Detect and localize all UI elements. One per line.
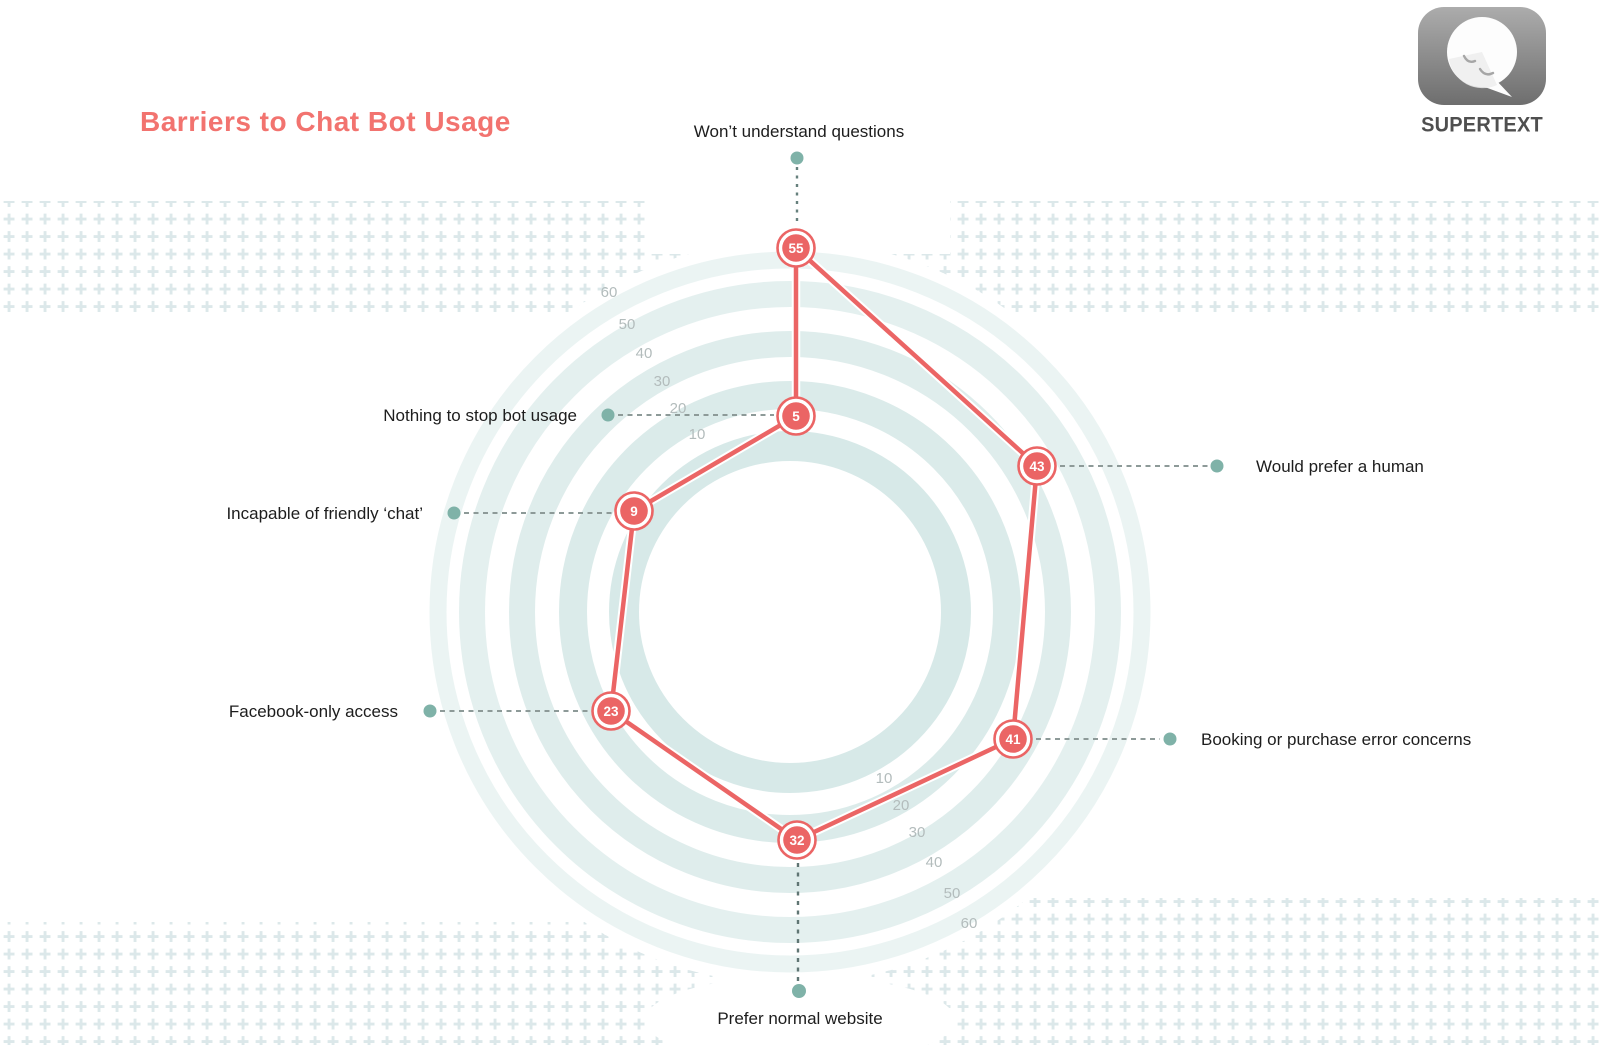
tick-label: 50 <box>944 885 961 902</box>
tick-label: 60 <box>961 915 978 932</box>
leader-dot-booking-errors <box>1163 732 1177 746</box>
chart-background-disc <box>418 240 1162 984</box>
tick-label: 20 <box>670 400 687 417</box>
label-prefer-human: Would prefer a human <box>1256 457 1424 476</box>
grid-ring-3 <box>509 331 1071 893</box>
point-prefer-human: 43 <box>1017 446 1057 486</box>
bubble-eye-left <box>1462 54 1477 64</box>
point-booking-errors: 41 <box>993 719 1033 759</box>
tick-label: 10 <box>689 426 706 443</box>
label-nothing-stop: Nothing to stop bot usage <box>383 406 577 425</box>
tick-label: 40 <box>636 345 653 362</box>
tick-label: 50 <box>619 316 636 333</box>
bubble-shading <box>1449 52 1497 89</box>
point-value: 9 <box>630 504 638 519</box>
point-inner-disc <box>783 826 811 854</box>
label-wont-understand: Won’t understand questions <box>694 122 904 141</box>
label-normal-website: Prefer normal website <box>717 1009 882 1028</box>
tick-label: 60 <box>601 284 618 301</box>
point-inner-disc <box>782 402 810 430</box>
point-inner-disc <box>620 497 648 525</box>
point-inner-disc <box>782 234 810 262</box>
tick-label: 30 <box>654 373 671 390</box>
point-nothing-stop: 5 <box>776 396 816 436</box>
bottom-label-clearing <box>645 976 955 1045</box>
leader-dot-friendly-chat <box>447 506 461 520</box>
data-points: 55 43 41 32 23 <box>591 228 1057 860</box>
point-friendly-chat: 9 <box>614 491 654 531</box>
label-friendly-chat: Incapable of friendly ‘chat’ <box>226 504 423 523</box>
bubble-eye-right <box>1478 67 1495 76</box>
brand-name: SUPERTEXT <box>1421 113 1543 137</box>
tick-label: 40 <box>926 854 943 871</box>
point-inner-disc <box>1023 452 1051 480</box>
leader-dot-prefer-human <box>1210 459 1224 473</box>
category-labels: Won’t understand questions Would prefer … <box>226 122 1471 1028</box>
point-inner-disc <box>597 697 625 725</box>
tick-label: 30 <box>909 824 926 841</box>
speech-bubble-icon <box>1418 7 1546 105</box>
point-value: 23 <box>603 704 619 719</box>
point-value: 55 <box>788 241 804 256</box>
leader-dot-normal-website <box>792 984 806 998</box>
page-title: Barriers to Chat Bot Usage <box>140 106 511 137</box>
point-value: 5 <box>792 409 800 424</box>
point-value: 41 <box>1005 732 1021 747</box>
leader-dot-wont-understand <box>790 151 804 165</box>
tick-label: 10 <box>876 770 893 787</box>
point-facebook-only: 23 <box>591 691 631 731</box>
supertext-logo: SUPERTEXT <box>1414 7 1550 137</box>
point-inner-disc <box>999 725 1027 753</box>
leader-dot-nothing-stop <box>601 408 615 422</box>
point-wont-understand: 55 <box>776 228 816 268</box>
point-normal-website: 32 <box>777 820 817 860</box>
grid-ring-4 <box>459 281 1121 943</box>
tick-label: 20 <box>893 797 910 814</box>
radar-polygon <box>606 243 1042 845</box>
leader-dot-facebook-only <box>423 704 437 718</box>
label-facebook-only: Facebook-only access <box>229 702 398 721</box>
point-value: 43 <box>1029 459 1045 474</box>
point-value: 32 <box>789 833 804 848</box>
pattern-band-bottom-left <box>0 922 660 1045</box>
radar-polygon-line <box>608 245 1040 843</box>
axis-ticks-upper-left: 60 50 40 30 20 10 <box>601 284 706 443</box>
callout-leaders <box>423 151 1224 998</box>
axis-ticks-lower-right: 10 20 30 40 50 60 <box>876 770 978 932</box>
label-booking-errors: Booking or purchase error concerns <box>1201 730 1471 749</box>
